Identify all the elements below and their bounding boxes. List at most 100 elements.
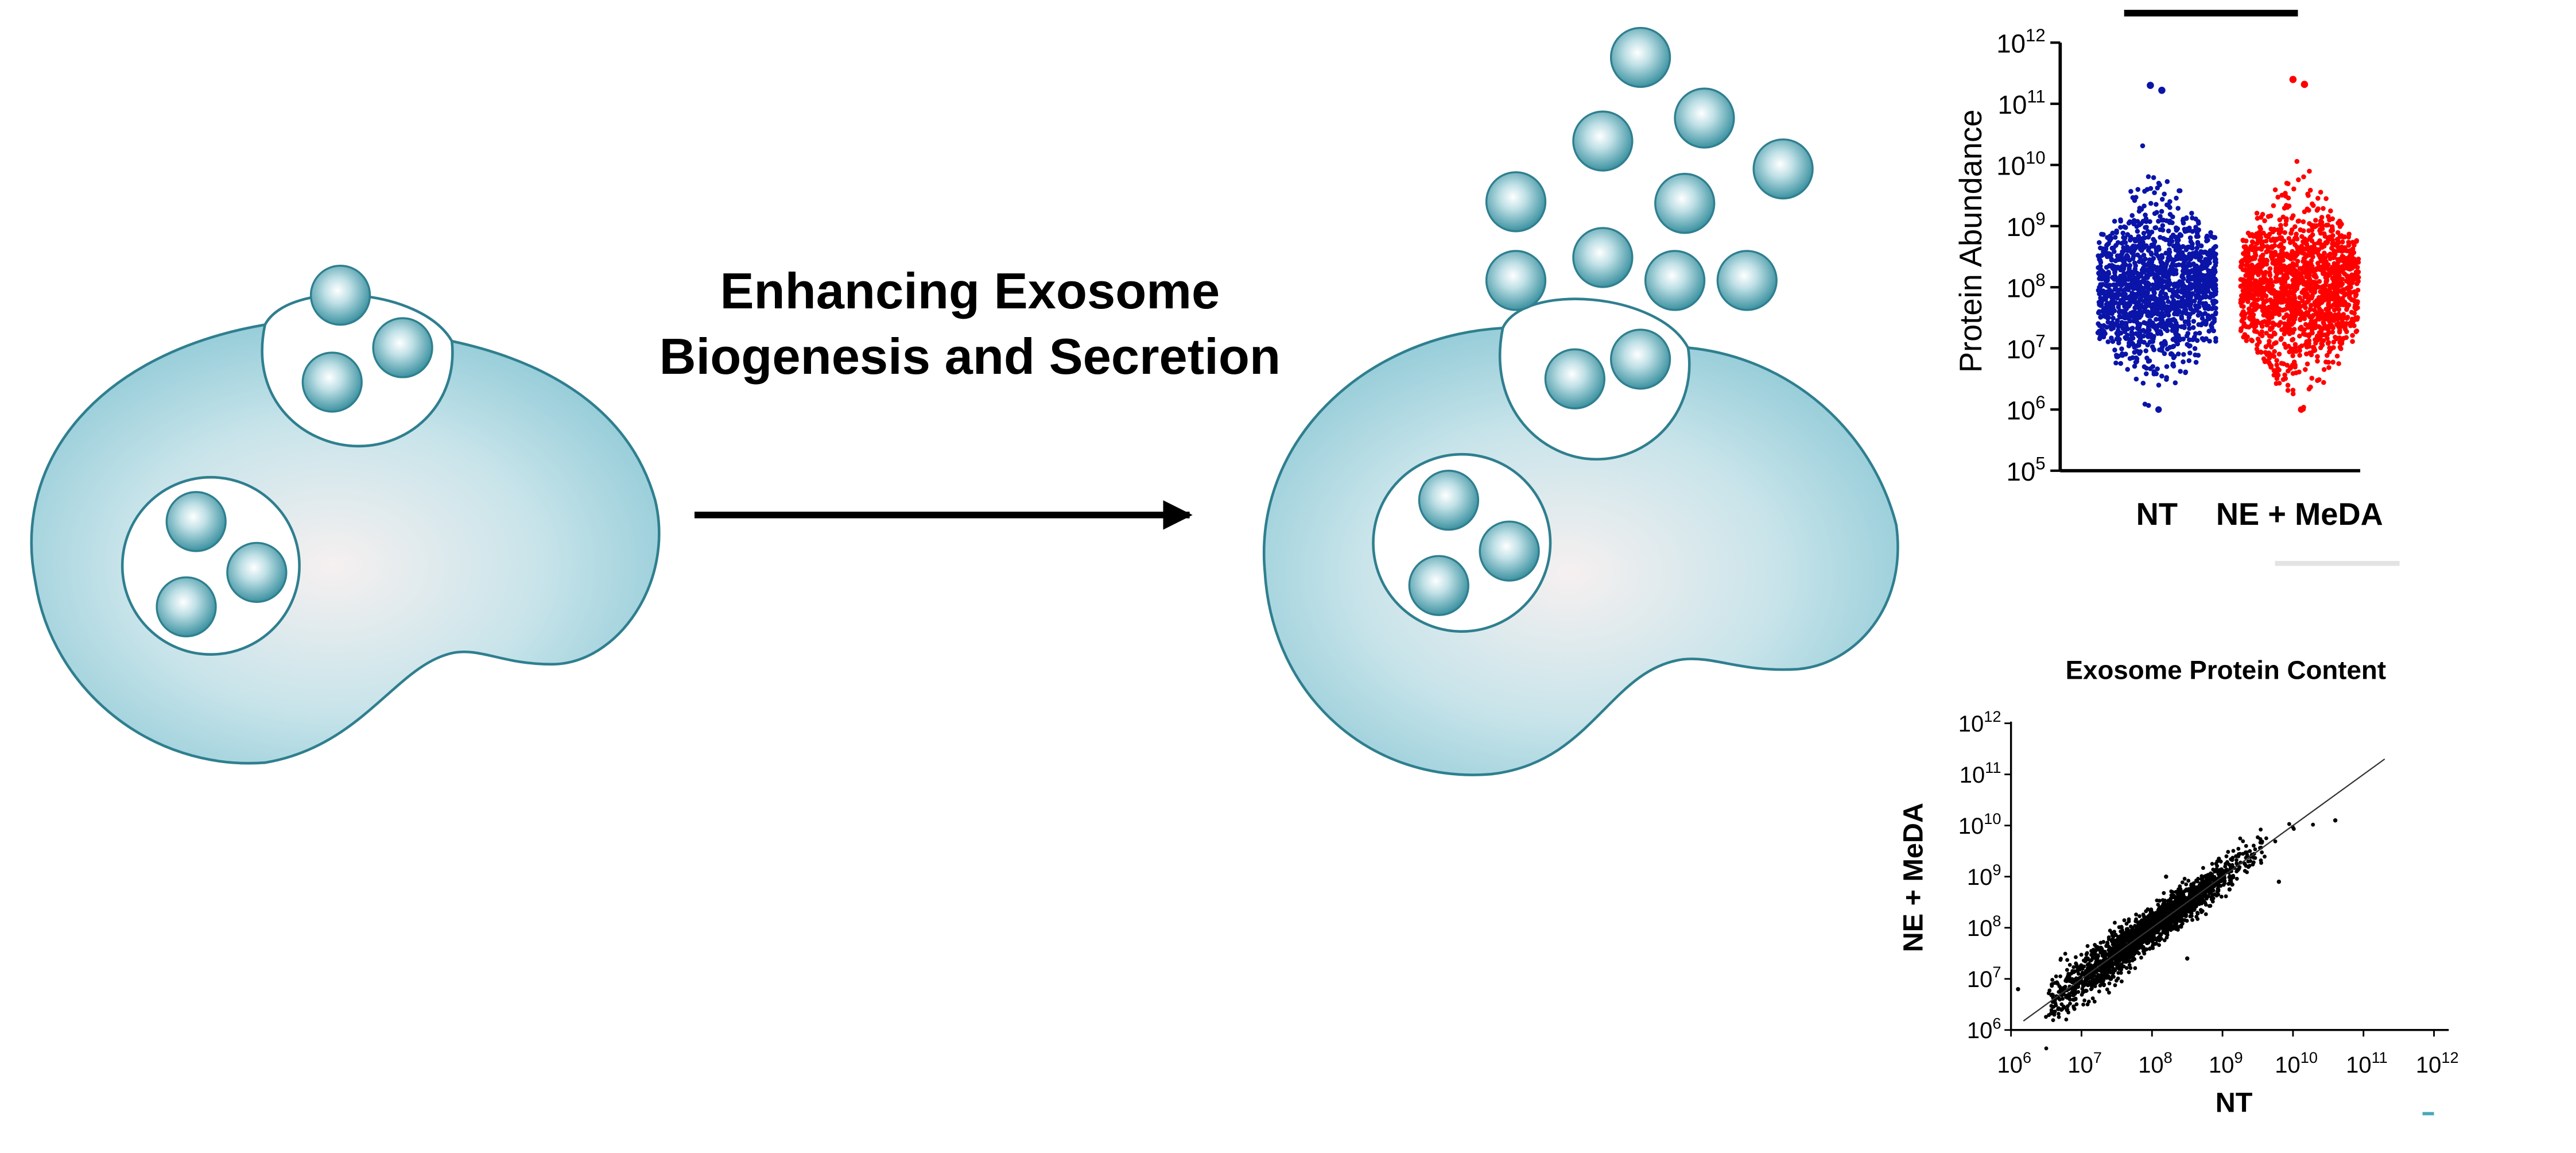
data-point (2194, 234, 2199, 239)
data-point (2163, 292, 2168, 297)
data-point (2282, 280, 2288, 285)
y-tick-label: 107 (1967, 963, 2001, 992)
data-point (2107, 254, 2113, 260)
data-point (2120, 280, 2126, 286)
data-point (2302, 294, 2307, 299)
data-point (2300, 80, 2309, 88)
data-point (2177, 247, 2182, 253)
data-point (2247, 246, 2252, 252)
data-point (2273, 839, 2278, 844)
data-point (2105, 966, 2110, 971)
data-point (2342, 271, 2347, 277)
data-point (2104, 275, 2110, 280)
data-point (2135, 300, 2140, 306)
data-point (2154, 210, 2159, 215)
exosome-icon (372, 317, 433, 378)
data-point (2278, 226, 2284, 232)
data-point (2327, 319, 2332, 324)
data-point (2305, 191, 2310, 197)
data-point (2197, 300, 2202, 305)
data-point (2186, 274, 2191, 280)
data-point (2175, 333, 2181, 338)
data-point (2124, 244, 2130, 250)
data-point (2132, 305, 2137, 311)
data-point (2255, 241, 2260, 246)
data-point (2260, 239, 2265, 245)
data-point (2252, 256, 2257, 261)
data-point (2057, 990, 2061, 994)
data-point (2079, 953, 2084, 957)
data-point (2118, 274, 2124, 279)
data-point (2148, 908, 2152, 912)
data-point (2110, 275, 2115, 280)
data-point (2092, 972, 2096, 976)
data-point (2112, 219, 2117, 224)
data-point (2132, 266, 2138, 272)
data-point (2285, 382, 2291, 388)
exosome-icon (1716, 250, 1778, 311)
data-point (2282, 372, 2287, 378)
data-point (2202, 273, 2208, 278)
data-point (2108, 928, 2112, 933)
data-point (2128, 189, 2133, 194)
data-point (2125, 955, 2129, 960)
data-point (2348, 290, 2353, 296)
data-point (2318, 325, 2323, 330)
exosome-icon (1644, 250, 1706, 311)
data-point (2290, 330, 2295, 335)
data-point (2140, 380, 2146, 386)
data-point (2203, 304, 2208, 310)
data-point (2099, 253, 2105, 258)
data-point (2210, 299, 2216, 304)
data-point (2315, 354, 2320, 359)
data-point (2120, 314, 2126, 320)
data-point (2290, 391, 2296, 397)
data-point (2105, 304, 2111, 309)
data-point (2051, 1018, 2055, 1023)
data-point (2136, 289, 2142, 295)
data-point (2283, 218, 2289, 223)
data-point (2300, 298, 2305, 304)
left-pocket-exosomes (301, 265, 433, 413)
data-point (2290, 353, 2295, 358)
data-point (2338, 346, 2344, 351)
data-point (2103, 297, 2108, 302)
data-point (2240, 277, 2245, 283)
data-point (2282, 230, 2287, 235)
data-point (2164, 311, 2170, 316)
data-point (2142, 203, 2147, 209)
data-point (2287, 263, 2292, 269)
data-point (2124, 303, 2129, 309)
data-point (2072, 1007, 2077, 1011)
data-point (2097, 265, 2102, 270)
data-point (2243, 244, 2248, 249)
data-point (2252, 292, 2257, 297)
data-point (2119, 970, 2123, 975)
data-point (2305, 272, 2311, 277)
data-point (2097, 240, 2102, 245)
data-point (2174, 195, 2179, 201)
data-point (2274, 308, 2279, 314)
data-point (2164, 218, 2169, 223)
data-point (2126, 220, 2132, 226)
data-point (2290, 277, 2295, 283)
data-point (2134, 317, 2139, 322)
data-point (2287, 291, 2292, 296)
data-point (2187, 891, 2192, 896)
data-point (2116, 304, 2121, 309)
data-point (2327, 217, 2332, 223)
data-point (2257, 225, 2263, 230)
data-point (2184, 882, 2189, 887)
data-point (2186, 315, 2192, 320)
data-point (2104, 243, 2109, 248)
exosome-icon (1485, 171, 1547, 233)
data-point (2216, 887, 2220, 891)
right-cell (1263, 26, 1899, 776)
data-point (2135, 252, 2140, 258)
data-point (2254, 211, 2260, 216)
data-point (2199, 316, 2205, 321)
data-point (2209, 895, 2214, 899)
data-point (2319, 245, 2325, 250)
data-point (2344, 316, 2350, 321)
data-point (2210, 899, 2215, 904)
